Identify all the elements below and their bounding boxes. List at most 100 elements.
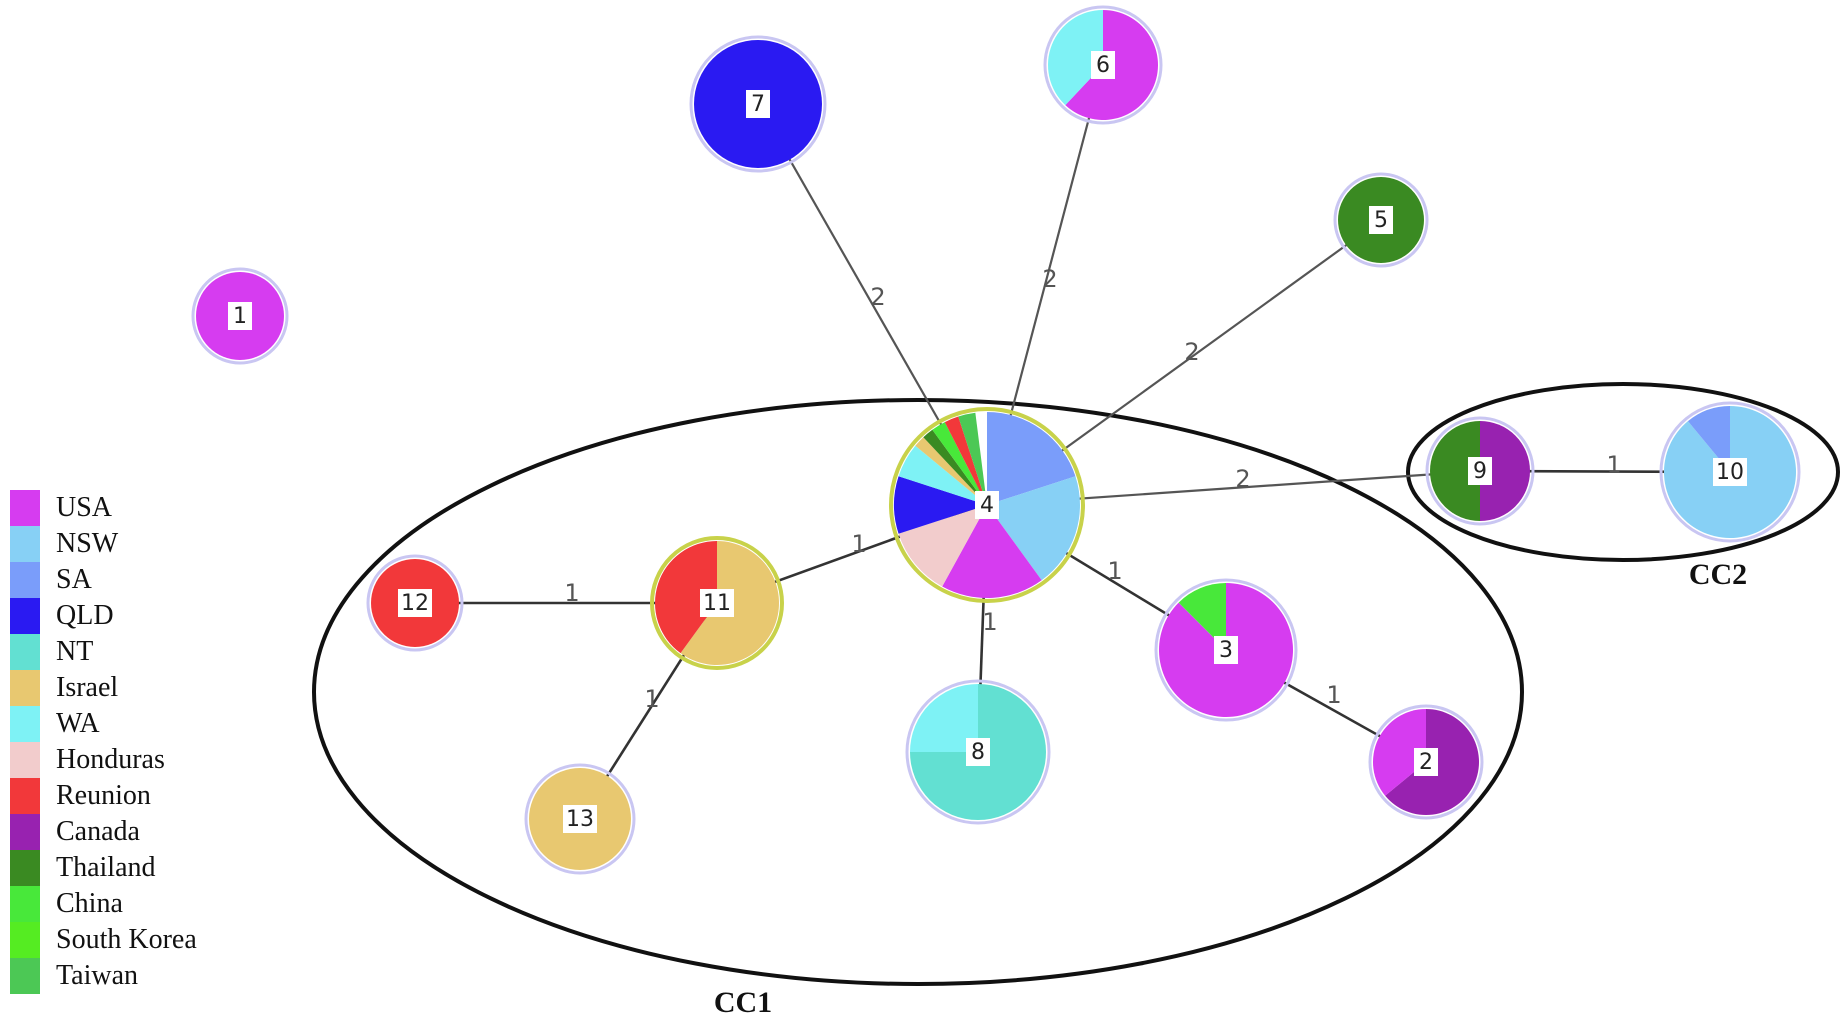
node-ring [1425, 416, 1535, 526]
node-label: 1 [233, 304, 247, 329]
pie-slice-qld [894, 476, 987, 534]
legend-swatch [10, 850, 40, 886]
node-label-box [563, 805, 597, 833]
pie-slice-thailand [1430, 421, 1480, 521]
legend-swatch [10, 490, 40, 526]
legend-label: SA [56, 564, 92, 595]
node-label-box [1713, 458, 1747, 486]
legend-item-reunion: Reunion [10, 778, 240, 814]
node-ring [1659, 401, 1801, 543]
node-label: 8 [971, 740, 985, 765]
pie-slice-usa [942, 505, 1042, 598]
pie-slice-canada [1480, 421, 1530, 521]
node-11[interactable]: 11 [650, 536, 784, 670]
legend-label: Honduras [56, 744, 165, 775]
node-label-box [1414, 748, 1438, 776]
node-1[interactable]: 1 [191, 267, 289, 365]
node-ring [191, 267, 289, 365]
legend-label: Thailand [56, 852, 156, 883]
legend-label: QLD [56, 600, 114, 631]
pie-slice-china [932, 422, 987, 505]
node-10[interactable]: 10 [1659, 401, 1801, 543]
clonal-complex-cc2 [1406, 382, 1840, 562]
legend-item-israel: Israel [10, 670, 240, 706]
node-label-box [1468, 457, 1492, 485]
node-label: 5 [1374, 208, 1388, 233]
legend-item-taiwan: Taiwan [10, 958, 240, 994]
node-label-box [1091, 51, 1115, 79]
node-9[interactable]: 9 [1425, 416, 1535, 526]
node-4[interactable]: 4 [889, 407, 1085, 603]
legend-swatch [10, 814, 40, 850]
edge-label-4-11: 1 [851, 530, 866, 558]
legend-swatch [10, 634, 40, 670]
node-label: 13 [566, 807, 594, 832]
legend-swatch [10, 562, 40, 598]
pie-slice-israel [915, 437, 987, 505]
legend-swatch [10, 526, 40, 562]
legend-item-wa: WA [10, 706, 240, 742]
edge-label-11-12: 1 [564, 579, 579, 607]
node-3[interactable]: 3 [1154, 578, 1298, 722]
node-ring [1333, 172, 1429, 268]
node-label: 7 [751, 92, 765, 117]
node-label: 10 [1716, 460, 1744, 485]
edge-label-4-9: 2 [1235, 465, 1250, 493]
node-6[interactable]: 6 [1043, 5, 1163, 125]
legend-label: South Korea [56, 924, 197, 955]
legend-swatch [10, 670, 40, 706]
node-ring [524, 763, 636, 875]
edge-label-9-10: 1 [1606, 451, 1621, 479]
legend-label: WA [56, 708, 100, 739]
legend-item-canada: Canada [10, 814, 240, 850]
legend-swatch [10, 778, 40, 814]
legend-item-thailand: Thailand [10, 850, 240, 886]
pie-slice-wa [898, 445, 987, 505]
legend-item-south-korea: South Korea [10, 922, 240, 958]
node-ring [689, 35, 827, 173]
node-label-box [966, 738, 990, 766]
legend-label: Taiwan [56, 960, 139, 991]
legend-item-qld: QLD [10, 598, 240, 634]
legend-item-usa: USA [10, 490, 240, 526]
edge-label-4-8: 1 [982, 608, 997, 636]
node-label: 6 [1096, 53, 1110, 78]
node-13[interactable]: 13 [524, 763, 636, 875]
legend-item-nt: NT [10, 634, 240, 670]
legend-label: Israel [56, 672, 119, 703]
node-label-box [746, 90, 770, 118]
node-2[interactable]: 2 [1368, 704, 1484, 820]
legend-item-honduras: Honduras [10, 742, 240, 778]
node-ring [1154, 578, 1298, 722]
edge-label-3-2: 1 [1326, 681, 1341, 709]
pie-slice-thailand [923, 429, 987, 505]
pie-slice-taiwan [958, 412, 987, 505]
legend-label: NSW [56, 528, 119, 559]
pie-slice-usa [1373, 709, 1426, 796]
node-label-box [398, 589, 432, 617]
node-ring [889, 407, 1085, 603]
pie-slice-reunion [944, 416, 987, 505]
node-label-box [975, 491, 999, 519]
node-ring [1368, 704, 1484, 820]
node-label: 12 [401, 591, 429, 616]
legend-label: Reunion [56, 780, 151, 811]
legend-item-sa: SA [10, 562, 240, 598]
pie-slice-honduras [898, 505, 987, 587]
pie-slice-reunion [654, 541, 717, 654]
clonal-complex-label-cc1: CC1 [714, 986, 772, 1019]
node-5[interactable]: 5 [1333, 172, 1429, 268]
node-label: 11 [703, 591, 731, 616]
node-12[interactable]: 12 [366, 554, 464, 652]
node-label: 9 [1473, 459, 1487, 484]
node-label-box [700, 589, 734, 617]
node-8[interactable]: 8 [905, 679, 1051, 825]
edge-label-4-5: 2 [1184, 338, 1199, 366]
node-ring [366, 554, 464, 652]
edge-label-4-3: 1 [1107, 557, 1122, 585]
node-label: 2 [1419, 750, 1433, 775]
node-7[interactable]: 7 [689, 35, 827, 173]
node-label-box [1214, 636, 1238, 664]
